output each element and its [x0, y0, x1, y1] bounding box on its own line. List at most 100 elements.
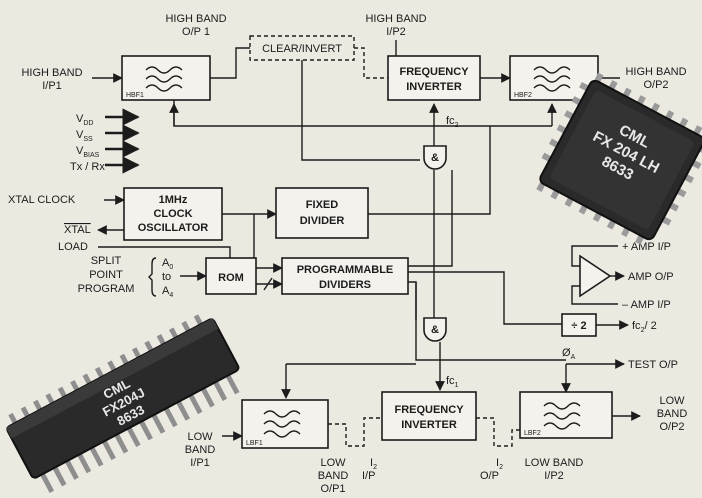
chip-plcc-photo: CML FX 204 LH 8633 — [536, 72, 702, 245]
lbf1-out-wire — [328, 417, 382, 447]
svg-text:fc2: fc2 — [446, 115, 459, 129]
hb-ip1-label: HIGH BAND I/P1 — [21, 67, 82, 92]
svg-text:HIGH BAND: HIGH BAND — [625, 66, 686, 78]
load-wire — [98, 246, 231, 258]
svg-text:DIVIDER: DIVIDER — [300, 215, 345, 227]
svg-text:I/P2: I/P2 — [544, 470, 564, 482]
lb-frequency-inverter: FREQUENCY INVERTER — [381, 391, 477, 441]
svg-text:FIXED: FIXED — [306, 199, 338, 211]
and-gate-upper: & — [423, 145, 447, 170]
hbf1-out-wire — [210, 47, 250, 79]
hb-frequency-inverter: FREQUENCY INVERTER — [387, 55, 481, 101]
svg-text:VBIAS: VBIAS — [76, 145, 100, 159]
svg-text:I2: I2 — [370, 457, 377, 471]
svg-text:CLOCK: CLOCK — [153, 208, 192, 220]
svg-text:O/P1: O/P1 — [320, 483, 345, 495]
svg-text:OSCILLATOR: OSCILLATOR — [138, 222, 209, 234]
svg-text:LOW: LOW — [187, 431, 213, 443]
svg-text:LOW: LOW — [659, 395, 685, 407]
svg-text:FREQUENCY: FREQUENCY — [394, 404, 464, 416]
supply-pins: VDD VSS VBIAS Tx / Rx — [70, 108, 140, 174]
svg-text:LBF2: LBF2 — [524, 430, 541, 437]
prog-div-to-upper-and — [408, 170, 453, 267]
fc1-label: fc1 — [446, 375, 459, 389]
svg-text:INVERTER: INVERTER — [406, 81, 462, 93]
svg-text:XTAL CLOCK: XTAL CLOCK — [8, 194, 76, 206]
svg-text:BAND: BAND — [657, 408, 688, 420]
svg-text:&: & — [431, 152, 439, 164]
prog-div-to-test — [408, 281, 566, 361]
svg-text:LOW: LOW — [320, 457, 346, 469]
svg-text:I/P2: I/P2 — [386, 26, 406, 38]
i2-ip-label: I2 I/P — [362, 457, 377, 482]
svg-text:PROGRAM: PROGRAM — [78, 283, 135, 295]
svg-text:LOAD: LOAD — [58, 241, 88, 253]
prog-div-to-div2 — [408, 271, 562, 325]
lbf2-filter: LBF2 — [519, 391, 613, 439]
hb-op1-label: HIGH BAND O/P 1 — [165, 13, 226, 38]
svg-text:HIGH BAND: HIGH BAND — [21, 67, 82, 79]
svg-text:VSS: VSS — [76, 129, 93, 143]
svg-text:A0: A0 — [162, 257, 173, 271]
svg-text:– AMP I/P: – AMP I/P — [622, 299, 671, 311]
svg-text:I/P1: I/P1 — [190, 457, 210, 469]
svg-text:+ AMP I/P: + AMP I/P — [622, 241, 671, 253]
lbf1-filter: LBF1 — [241, 399, 329, 449]
svg-text:O/P2: O/P2 — [643, 79, 668, 91]
split-point-program-label: SPLIT POINT PROGRAM A0 to A4 — [78, 255, 174, 299]
lb-op1-label: LOW BAND O/P1 — [318, 457, 349, 495]
clear-invert-control-wire — [301, 60, 420, 161]
clear-invert-out-wire — [354, 47, 388, 79]
lb-inverter-out-wire — [476, 417, 520, 447]
svg-text:HBF1: HBF1 — [126, 92, 144, 99]
svg-text:ØA: ØA — [562, 347, 576, 361]
i2-op-label: I2 O/P — [480, 457, 503, 482]
chip-dip-photo: CML FX204J 8633 — [5, 314, 240, 493]
svg-text:XTAL: XTAL — [64, 224, 91, 236]
svg-text:INVERTER: INVERTER — [401, 419, 457, 431]
divide-by-2-block: ÷ 2 — [561, 313, 597, 337]
phi-a-label: ØA — [562, 347, 576, 361]
clock-oscillator: 1MHz CLOCK OSCILLATOR — [123, 187, 223, 241]
lb-ip2-label: LOW BAND I/P2 — [525, 457, 584, 482]
fixed-divider-out-wire — [368, 126, 491, 215]
fixed-divider: FIXED DIVIDER — [275, 187, 369, 239]
hbf1-filter: HBF1 — [121, 55, 211, 101]
hbf2-filter: HBF2 — [509, 55, 599, 101]
svg-text:DIVIDERS: DIVIDERS — [319, 279, 371, 291]
hb-ip2-label: HIGH BAND I/P2 — [365, 13, 426, 38]
fc2-half-label: fc2/ 2 — [632, 320, 657, 334]
and-gate-lower: & — [423, 317, 447, 342]
rom-bus-slash — [263, 277, 273, 291]
svg-text:HIGH BAND: HIGH BAND — [365, 13, 426, 25]
svg-text:fc1: fc1 — [446, 375, 459, 389]
svg-text:O/P2: O/P2 — [659, 421, 684, 433]
svg-text:LOW BAND: LOW BAND — [525, 457, 584, 469]
svg-text:SPLIT: SPLIT — [91, 255, 122, 267]
svg-text:BAND: BAND — [185, 444, 216, 456]
svg-text:O/P: O/P — [480, 470, 499, 482]
svg-text:HBF2: HBF2 — [514, 92, 532, 99]
svg-text:BAND: BAND — [318, 470, 349, 482]
fc2-label: fc2 — [446, 115, 459, 129]
svg-text:I2: I2 — [496, 457, 503, 471]
svg-text:to: to — [162, 271, 171, 283]
load-label: LOAD — [58, 241, 88, 253]
svg-text:&: & — [431, 324, 439, 336]
svg-text:VDD: VDD — [76, 113, 93, 127]
svg-text:÷ 2: ÷ 2 — [571, 320, 586, 332]
svg-text:FREQUENCY: FREQUENCY — [399, 66, 469, 78]
svg-text:I/P1: I/P1 — [42, 80, 62, 92]
lb-ip1-label: LOW BAND I/P1 — [185, 431, 216, 469]
svg-text:PROGRAMMABLE: PROGRAMMABLE — [297, 264, 394, 276]
svg-text:ROM: ROM — [218, 272, 244, 284]
svg-text:I/P: I/P — [362, 470, 375, 482]
xtal-clock-label: XTAL CLOCK XTAL — [8, 194, 91, 236]
op-amp: + AMP I/P AMP O/P – AMP I/P — [571, 241, 674, 311]
svg-text:HIGH BAND: HIGH BAND — [165, 13, 226, 25]
svg-text:POINT: POINT — [89, 269, 123, 281]
programmable-dividers: PROGRAMMABLE DIVIDERS — [281, 257, 409, 295]
lb-op2-label: LOW BAND O/P2 — [657, 395, 688, 433]
svg-text:fc2/ 2: fc2/ 2 — [632, 320, 657, 334]
hb-op2-label: HIGH BAND O/P2 — [625, 66, 686, 91]
